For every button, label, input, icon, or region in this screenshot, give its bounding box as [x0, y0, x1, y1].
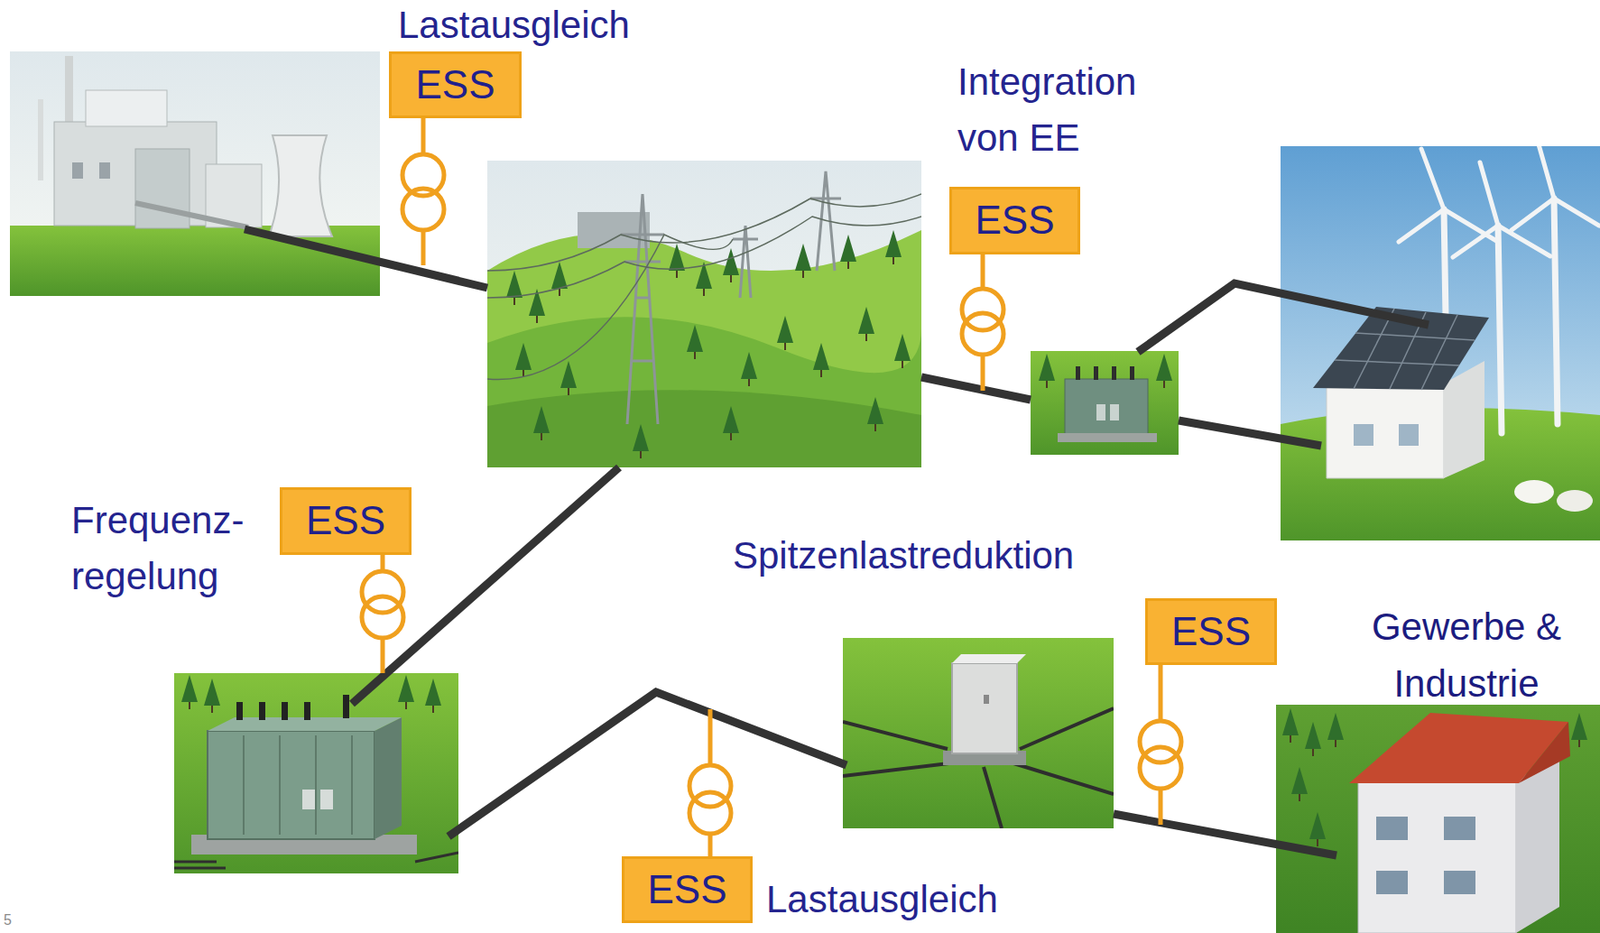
transformer-picture — [1030, 351, 1179, 455]
function-label: Lastausgleich — [766, 878, 999, 921]
ess-label: ESS — [305, 499, 386, 543]
function-label: Spitzenlastreduktion — [732, 535, 1074, 577]
renewables-picture — [1280, 146, 1600, 541]
ess-box: ESS — [1145, 598, 1277, 666]
ess-box: ESS — [949, 186, 1081, 255]
ess-label: ESS — [647, 868, 727, 912]
function-label: Integration von EE — [957, 54, 1184, 167]
transformer-station-picture — [174, 673, 459, 874]
function-label: Lastausgleich — [397, 4, 630, 47]
ess-label: ESS — [415, 63, 495, 107]
function-label: Frequenz- regelung — [71, 492, 266, 605]
transmission-landscape-picture — [487, 160, 922, 468]
grid-line — [244, 229, 1429, 856]
page-number: 5 — [3, 911, 12, 930]
building-picture — [1276, 704, 1600, 933]
consumer-label: Gewerbe & Industrie — [1338, 598, 1595, 713]
transformer-symbol — [361, 118, 1182, 857]
ess-label: ESS — [1171, 610, 1251, 654]
power-plant-picture — [9, 51, 380, 296]
distribution-cabinet-picture — [842, 638, 1114, 829]
ess-label: ESS — [974, 198, 1055, 242]
ess-box: ESS — [388, 51, 522, 119]
ess-box: ESS — [279, 487, 412, 555]
ess-box: ESS — [621, 856, 753, 924]
